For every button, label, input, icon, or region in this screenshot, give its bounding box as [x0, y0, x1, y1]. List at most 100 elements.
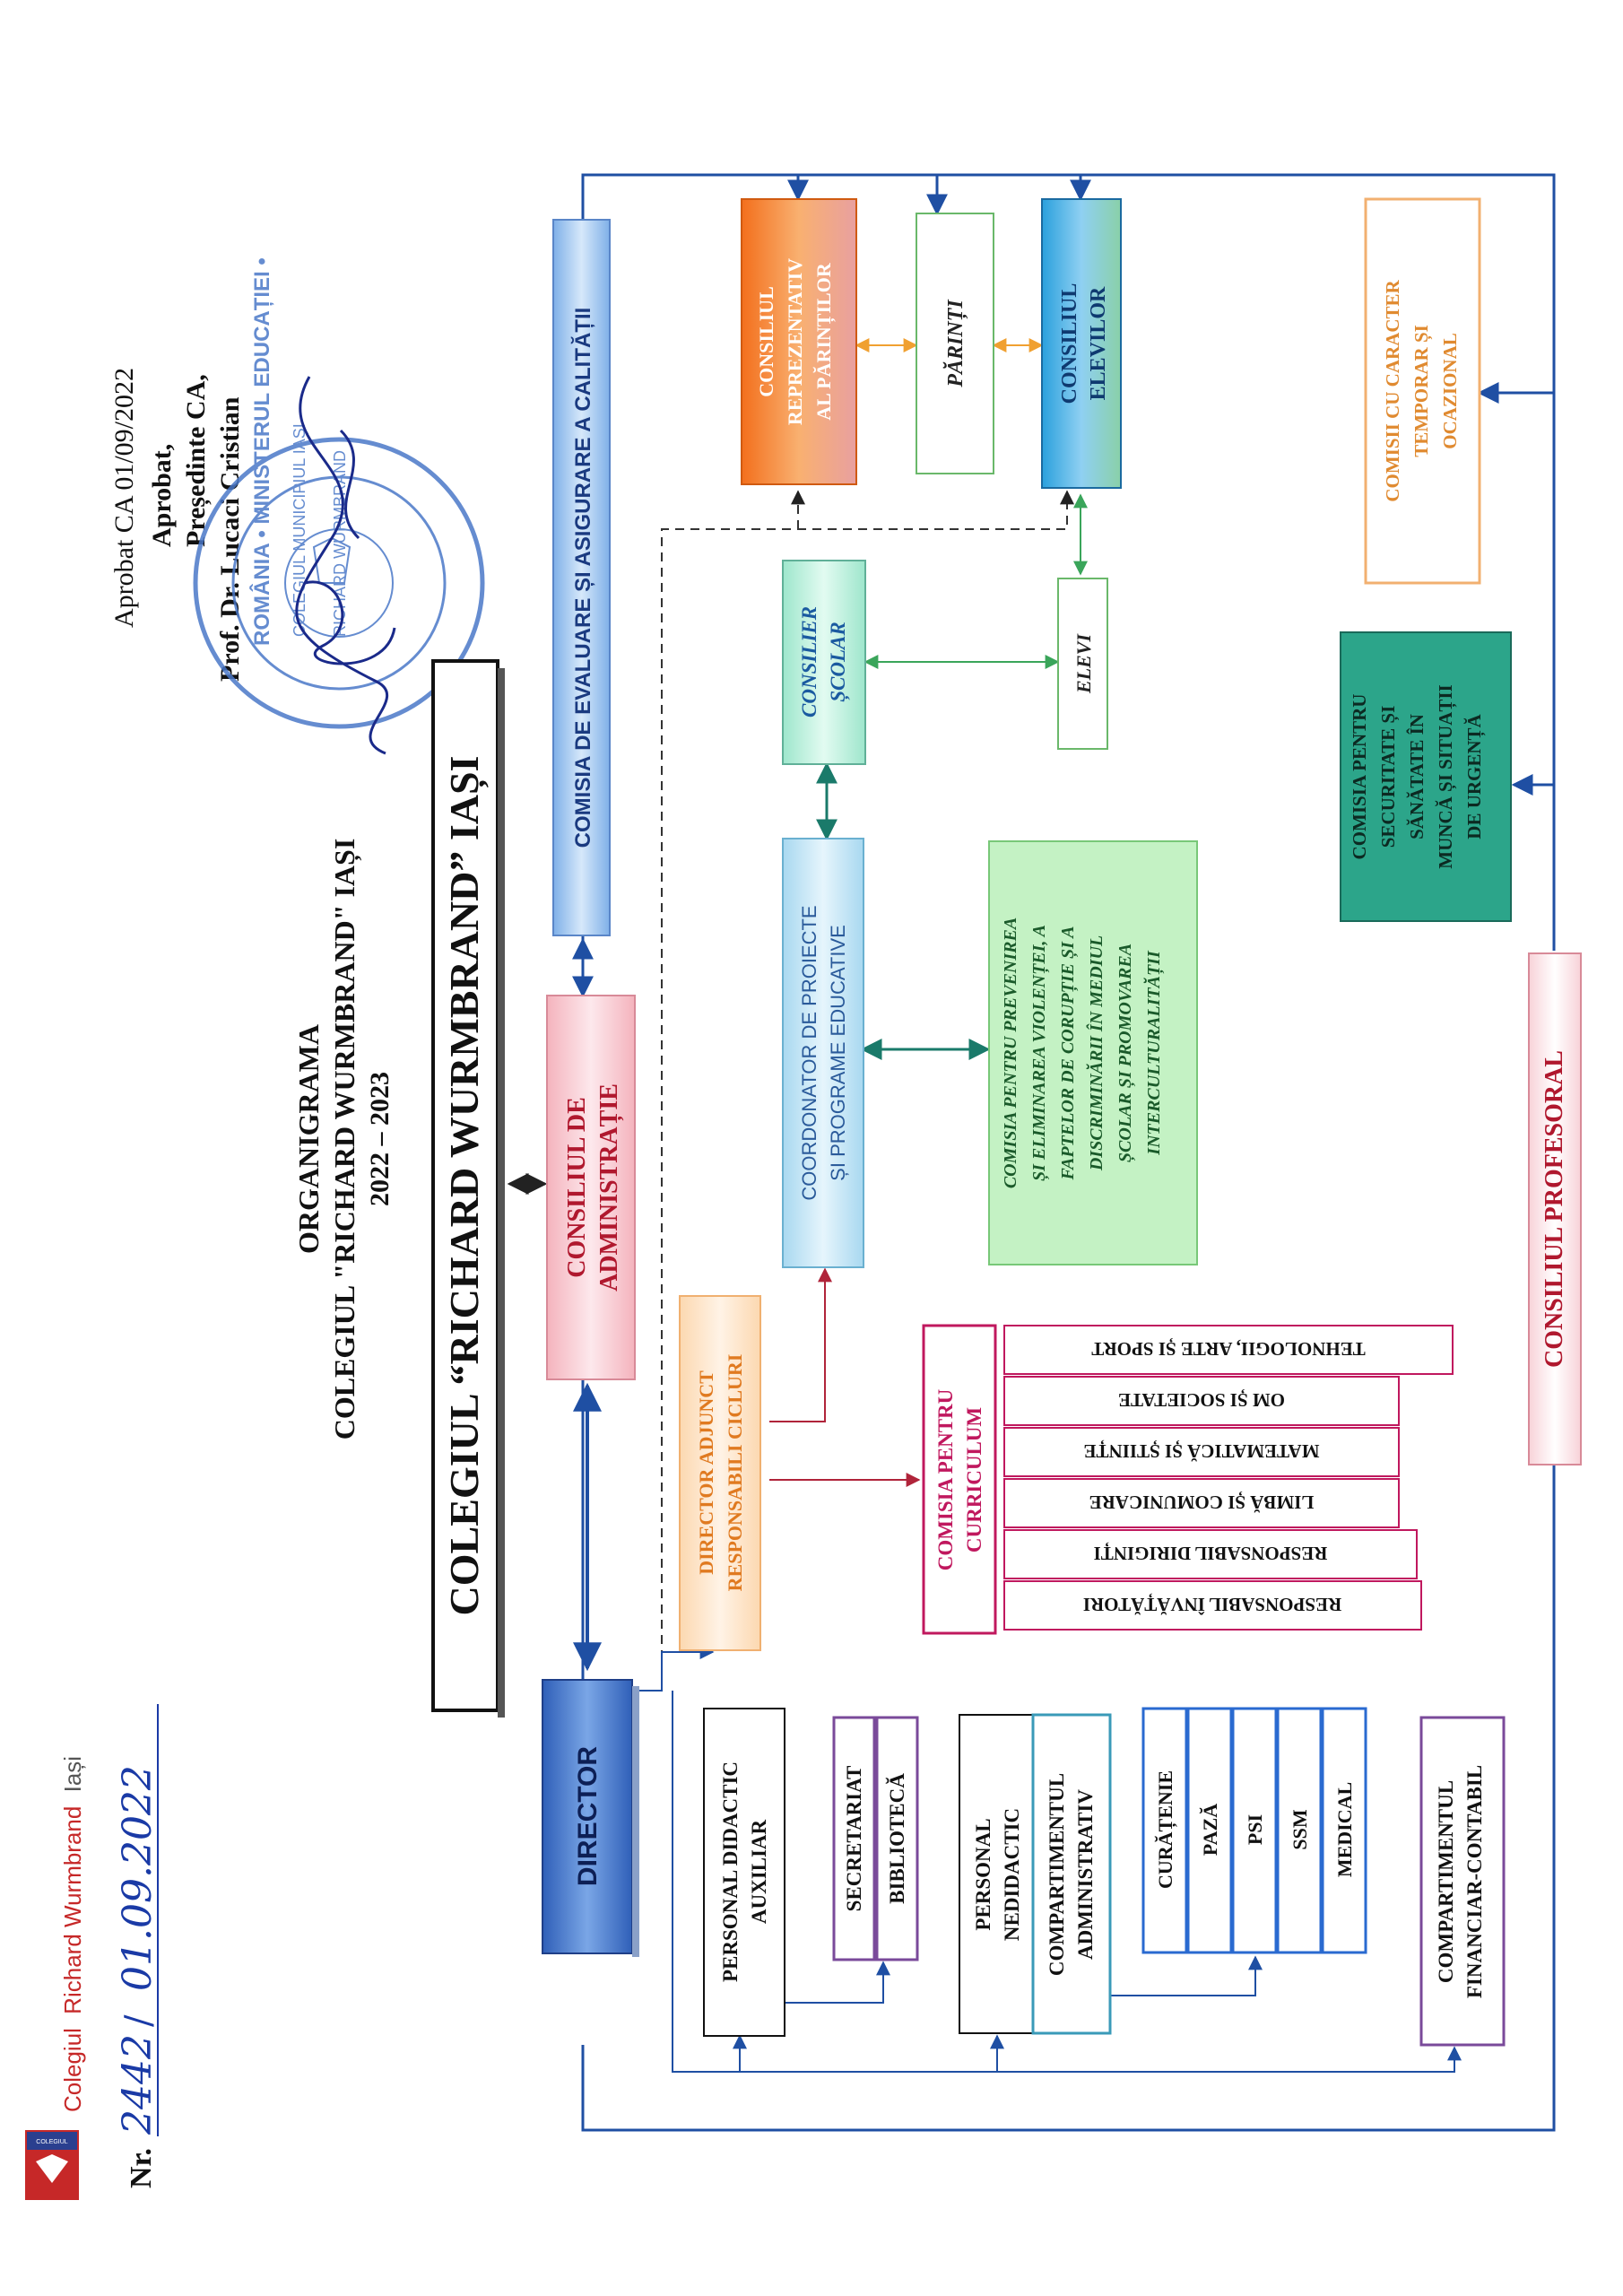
elevilor-label-2: ELEVILOR — [1087, 286, 1110, 400]
approval-line-1: Aprobat CA 01/09/2022 — [109, 368, 139, 628]
profesoral-label: CONSILIUL PROFESORAL — [1541, 1050, 1568, 1368]
admin-label-2: ADMINISTRAȚIE — [595, 1083, 624, 1292]
coordonator-label-2: ȘI PROGRAME EDUCATIVE — [827, 925, 849, 1181]
prevenire-line-3: FAPTELOR DE CORUPȚIE ȘI A — [1058, 926, 1079, 1180]
admin-item[interactable]: CURĂȚENIE — [1141, 1707, 1188, 1954]
personal-nedidactic-box[interactable]: PERSONAL NEDIDACTIC — [959, 1714, 1034, 2034]
comisia-evaluare-box[interactable]: COMISIA DE EVALUARE ȘI ASIGURARE A CALIT… — [552, 219, 611, 936]
admin-item[interactable]: SSM — [1276, 1707, 1323, 1954]
stamp-inner-text: COLEGIUL MUNICIPIUL IAȘI — [291, 423, 308, 637]
curriculum-label-1: COMISIA PENTRU — [934, 1388, 957, 1570]
administrativ-label-1: COMPARTIMENTUL — [1046, 1773, 1068, 1976]
registration-separator: / — [118, 2014, 160, 2027]
registration-date: 01.09.2022 — [115, 1765, 161, 1991]
temporare-line-3: OCAZIONAL — [1439, 333, 1461, 449]
comisia-prevenire-box[interactable]: COMISIA PENTRU PREVENIREA ȘI ELIMINAREA … — [988, 840, 1198, 1265]
securitate-line-1: COMISIA PENTRU — [1349, 694, 1370, 860]
title-line-2: COLEGIUL "RICHARD WURMBRAND" IAȘI — [328, 839, 361, 1440]
admin-item[interactable]: MEDICAL — [1321, 1707, 1367, 1954]
registration-number: Nr. 2442 / 01.09.2022 — [115, 1704, 161, 2188]
curriculum-item[interactable]: RESPONSABIL ÎNVĂȚĂTORI — [1003, 1580, 1422, 1631]
evaluare-label: COMISIA DE EVALUARE ȘI ASIGURARE A CALIT… — [570, 308, 595, 848]
director-adjunct-box[interactable]: DIRECTOR ADJUNCT RESPONSABILI CICLURI — [679, 1295, 761, 1651]
securitate-line-5: DE URGENȚĂ — [1463, 713, 1486, 839]
admin-item[interactable]: PAZĂ — [1186, 1707, 1233, 1954]
consiliul-elevilor-box[interactable]: CONSILIUL ELEVILOR — [1041, 198, 1122, 489]
adjunct-label-1: DIRECTOR ADJUNCT — [695, 1370, 717, 1575]
logo-college-word: Colegiul — [59, 2028, 86, 2112]
biblioteca-box[interactable]: BIBLIOTECĂ — [875, 1716, 919, 1961]
admin-item-label: CURĂȚENIE — [1154, 1770, 1177, 1889]
admin-item-label: SSM — [1289, 1809, 1311, 1849]
compartimentul-financiar-box[interactable]: COMPARTIMENTUL FINANCIAR-CONTABIL — [1419, 1716, 1506, 2047]
director-label: DIRECTOR — [573, 1746, 603, 1886]
adjunct-label-2: RESPONSABILI CICLURI — [724, 1354, 746, 1592]
temporare-line-2: TEMPORAR ȘI — [1410, 325, 1433, 457]
auxiliar-label-1: PERSONAL DIDACTIC — [719, 1761, 742, 1982]
curriculum-item[interactable]: TEHNOLOGII, ARTE ȘI SPORT — [1003, 1325, 1454, 1375]
page-title: ORGANIGRAMA COLEGIUL "RICHARD WURMBRAND"… — [292, 839, 395, 1440]
personal-didactic-auxiliar-box[interactable]: PERSONAL DIDACTIC AUXILIAR — [703, 1708, 785, 2037]
admin-item-label: PSI — [1244, 1814, 1266, 1845]
curriculum-item-label: MATEMATICĂ ȘI ȘTIINȚE — [1084, 1439, 1320, 1462]
curriculum-items: TEHNOLOGII, ARTE ȘI SPORT OM ȘI SOCIETAT… — [1003, 1325, 1454, 1631]
admin-label-1: CONSILIUL DE — [563, 1097, 591, 1278]
coordonator-box[interactable]: COORDONATOR DE PROIECTE ȘI PROGRAME EDUC… — [782, 838, 864, 1268]
consiliul-profesoral-box[interactable]: CONSILIUL PROFESORAL — [1528, 952, 1582, 1465]
curriculum-item[interactable]: LIMBĂ ȘI COMUNICARE — [1003, 1478, 1400, 1528]
director-box[interactable]: DIRECTOR — [542, 1679, 639, 1957]
parinti-box[interactable]: PĂRINȚI — [916, 213, 994, 474]
comisii-temporare-box[interactable]: COMISII CU CARACTER TEMPORAR ȘI OCAZIONA… — [1364, 197, 1481, 585]
logo-college-name: Richard Wurmbrand — [59, 1806, 86, 2014]
consiliul-administratie-box[interactable]: CONSILIUL DE ADMINISTRAȚIE — [546, 995, 636, 1380]
compartimentul-administrativ-box[interactable]: COMPARTIMENTUL ADMINISTRATIV — [1031, 1713, 1112, 2035]
securitate-line-2: SECURITATE ȘI — [1377, 706, 1400, 848]
consiliul-parintilor-box[interactable]: CONSILIUL REPREZENTATIV AL PĂRINȚILOR — [741, 198, 857, 485]
comisia-curriculum-box[interactable]: COMISIA PENTRU CURRICULUM — [922, 1324, 997, 1635]
admin-item-label: MEDICAL — [1333, 1782, 1356, 1877]
curriculum-item[interactable]: MATEMATICĂ ȘI ȘTIINȚE — [1003, 1427, 1400, 1477]
logo-city: Iași — [59, 1756, 86, 1792]
administrativ-label-2: ADMINISTRATIV — [1074, 1789, 1097, 1960]
curriculum-label-2: CURRICULUM — [963, 1407, 985, 1553]
consilier-scolar-box[interactable]: CONSILIER ȘCOLAR — [782, 560, 866, 765]
curriculum-item[interactable]: OM ȘI SOCIETATE — [1003, 1376, 1400, 1426]
college-banner: COLEGIUL “RICHARD WURMBRAND” IAȘI — [431, 659, 505, 1718]
nedidactic-label-1: PERSONAL — [972, 1818, 994, 1930]
stamp-center-text: RICHARD WURMBRAND — [331, 450, 349, 637]
parinti-label: PĂRINȚI — [944, 299, 968, 388]
curriculum-item-label: OM ȘI SOCIETATE — [1118, 1388, 1285, 1411]
coat-of-arms-icon — [312, 536, 352, 584]
approval-line-2: Aprobat, — [147, 444, 177, 547]
financiar-label-1: COMPARTIMENTUL — [1435, 1780, 1457, 1983]
curriculum-item[interactable]: RESPONSABIL DIRIGINȚI — [1003, 1529, 1418, 1579]
parinti-council-label-3: AL PĂRINȚILOR — [812, 262, 836, 421]
elevi-box[interactable]: ELEVI — [1057, 578, 1108, 750]
biblioteca-label: BIBLIOTECĂ — [885, 1773, 908, 1904]
admin-item[interactable]: PSI — [1231, 1707, 1278, 1954]
prevenire-line-6: INTERCULTURALITĂȚII — [1142, 950, 1165, 1156]
stamp-outer-text: ROMÂNIA • MINISTERUL EDUCAȚIEI • — [249, 257, 274, 646]
eagle-icon — [36, 2154, 68, 2183]
elevilor-label-1: CONSILIUL — [1058, 283, 1081, 404]
title-line-1: ORGANIGRAMA — [292, 1024, 325, 1254]
approval-block: Aprobat CA 01/09/2022 Aprobat, Președint… — [109, 368, 245, 682]
curriculum-item-label: RESPONSABIL ÎNVĂȚĂTORI — [1083, 1593, 1341, 1615]
signature-scribble — [295, 376, 396, 755]
registration-prefix: Nr. — [125, 2148, 158, 2188]
temporare-line-1: COMISII CU CARACTER — [1382, 279, 1403, 501]
prevenire-line-5: ȘCOLAR ȘI PROMOVAREA — [1115, 944, 1136, 1162]
comisia-securitate-box[interactable]: COMISIA PENTRU SECURITATE ȘI SĂNĂTATE ÎN… — [1340, 631, 1512, 922]
prevenire-line-4: DISCRIMINĂRII ÎN MEDIUL — [1085, 935, 1107, 1171]
college-logo: COLEGIUL Colegiul Richard Wurmbrand Iași — [25, 1756, 86, 2200]
consilier-label-1: CONSILIER — [798, 606, 820, 718]
title-line-3: 2022 – 2023 — [365, 1072, 395, 1206]
nedidactic-label-2: NEDIDACTIC — [1001, 1808, 1023, 1941]
approval-line-4: Prof. Dr. Lucaci Cristian — [215, 396, 245, 682]
parinti-council-label-2: REPREZENTATIV — [784, 258, 806, 425]
secretariat-box[interactable]: SECRETARIAT — [832, 1716, 876, 1961]
svg-text:Colegiul Richard Wurmb: Colegiul Richard Wurmbrand Iași — [59, 1756, 86, 2112]
logo-badge-text: COLEGIUL — [36, 2139, 68, 2145]
approval-line-3: Președinte CA, — [181, 374, 212, 547]
coordonator-label-1: COORDONATOR DE PROIECTE — [798, 905, 820, 1200]
